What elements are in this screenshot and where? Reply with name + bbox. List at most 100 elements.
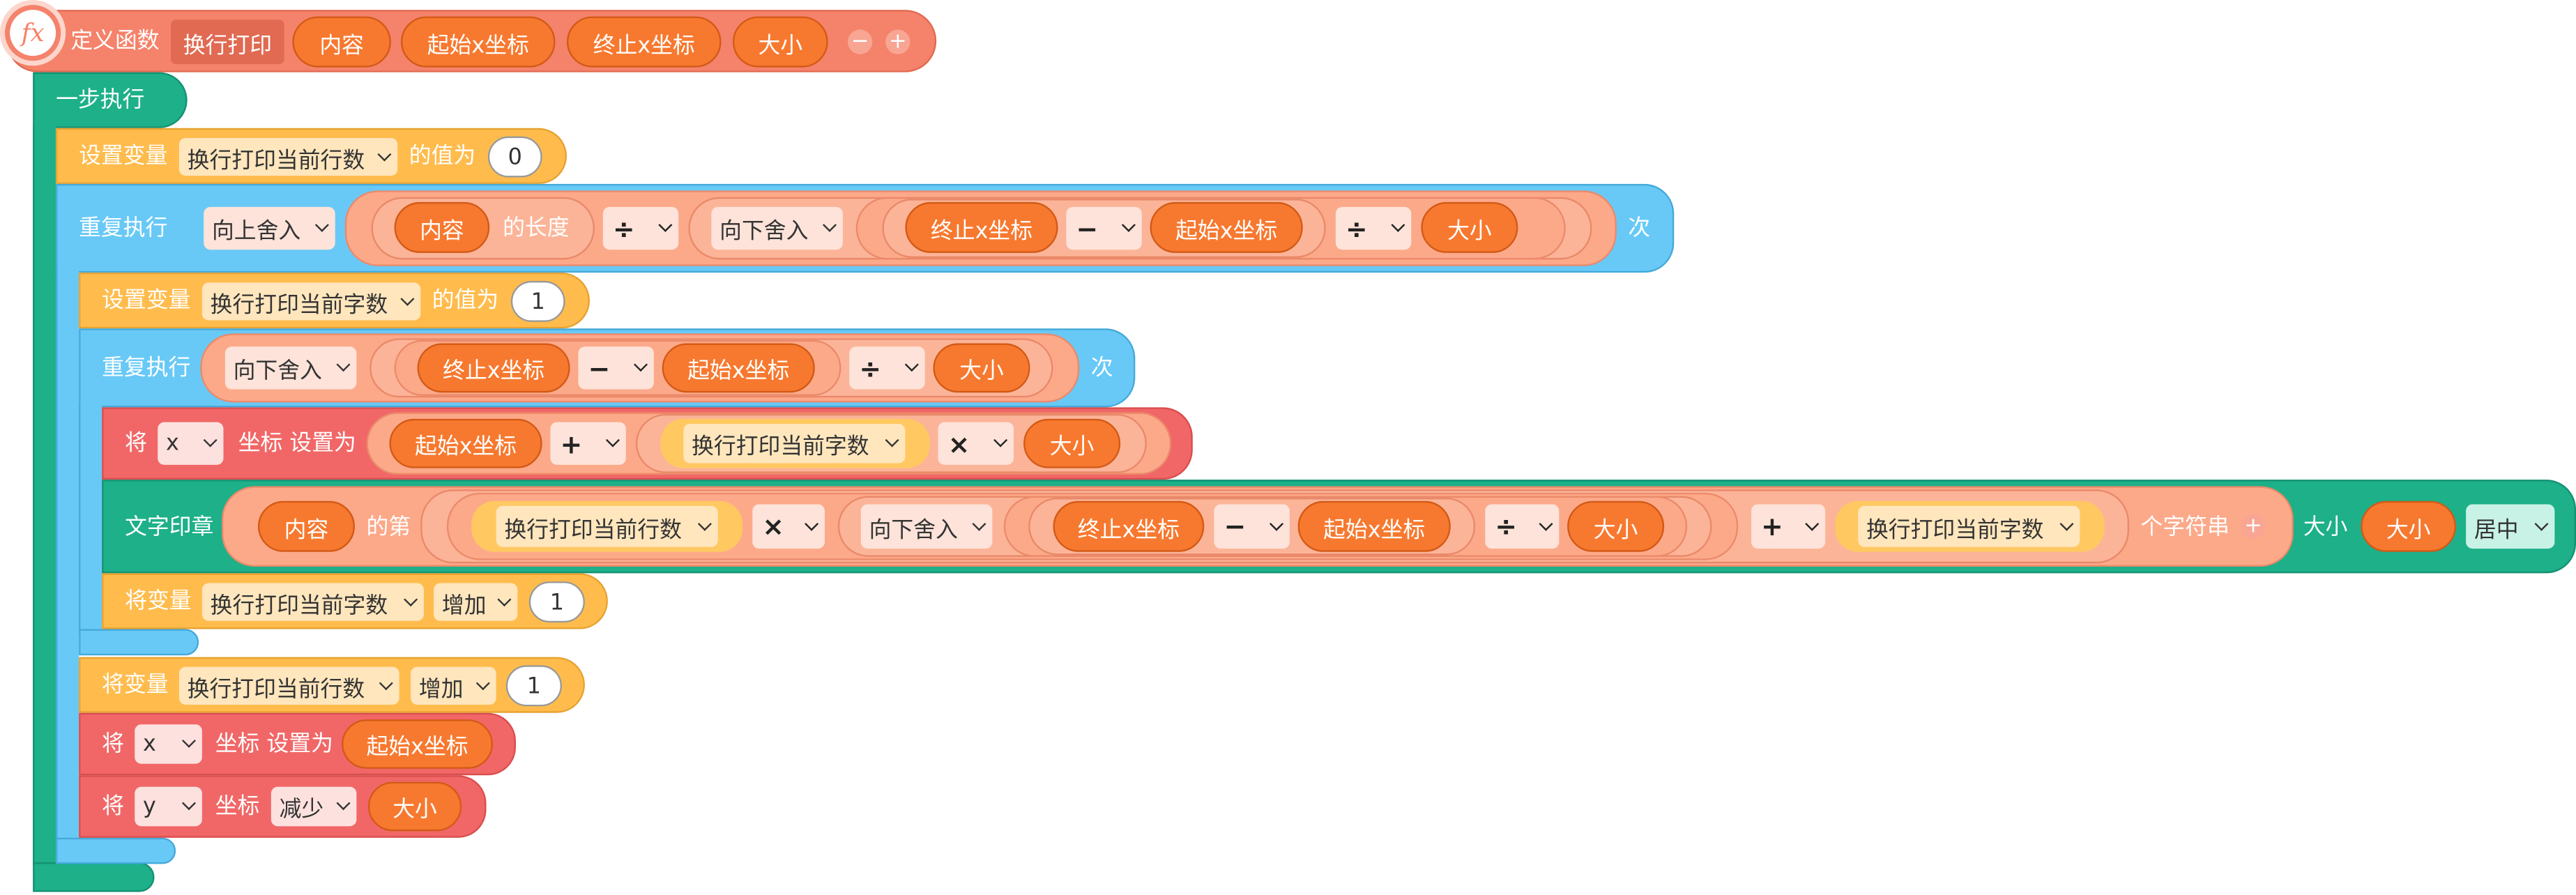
param-content[interactable]: 内容 xyxy=(292,16,391,68)
variable-dropdown-text: 换行打印当前行数 xyxy=(187,146,365,174)
variable-dropdown-text: 换行打印当前字数 xyxy=(210,592,388,619)
repeat-foot xyxy=(56,837,176,864)
function-name-field[interactable]: 换行打印 xyxy=(171,20,284,64)
value-input[interactable]: 1 xyxy=(510,280,565,322)
start-x-param[interactable]: 起始x坐标 xyxy=(342,719,493,769)
size-param[interactable]: 大小 xyxy=(367,781,462,832)
start-x-param[interactable]: 起始x坐标 xyxy=(662,343,815,393)
operation-dropdown[interactable]: 减少 xyxy=(270,786,357,827)
operation-dropdown[interactable]: 增加 xyxy=(434,583,518,621)
start-x-param[interactable]: 起始x坐标 xyxy=(1297,500,1451,552)
variable-dropdown[interactable]: 换行打印当前行数 xyxy=(178,137,398,176)
length-label: 的长度 xyxy=(503,215,570,242)
variable-dropdown[interactable]: 换行打印当前字数 xyxy=(1858,505,2080,547)
size-param[interactable]: 大小 xyxy=(933,343,1030,393)
end-x-param[interactable]: 终止x坐标 xyxy=(1053,500,1205,552)
axis-dropdown[interactable]: x xyxy=(158,422,224,465)
axis-text: y xyxy=(143,793,156,820)
chevron-down-icon xyxy=(475,675,490,690)
add-param-button[interactable]: + xyxy=(885,29,910,54)
operation-dropdown[interactable]: 增加 xyxy=(411,666,496,705)
size-label: 大小 xyxy=(2303,514,2348,541)
variable-dropdown[interactable]: 换行打印当前字数 xyxy=(683,423,906,464)
minus-operator-dropdown[interactable]: − xyxy=(1214,504,1290,549)
set-variable-label: 设置变量 xyxy=(79,143,168,169)
change-variable-label: 将变量 xyxy=(125,588,192,615)
times-label: 次 xyxy=(1628,215,1651,242)
plus-operator-dropdown[interactable]: + xyxy=(550,422,626,465)
axis-dropdown[interactable]: y xyxy=(135,786,202,827)
division-operator-dropdown[interactable]: ÷ xyxy=(1485,504,1560,549)
content-param[interactable]: 内容 xyxy=(394,201,490,253)
chevron-down-icon xyxy=(181,796,196,811)
round-up-text: 向上舍入 xyxy=(211,218,301,245)
start-x-param[interactable]: 起始x坐标 xyxy=(1150,201,1303,253)
repeat-arm xyxy=(56,269,79,841)
round-down-dropdown[interactable]: 向下舍入 xyxy=(860,504,993,549)
multiply-operator-dropdown[interactable]: × xyxy=(752,504,825,549)
variable-dropdown[interactable]: 换行打印当前字数 xyxy=(201,583,424,621)
minus-operator-dropdown[interactable]: − xyxy=(578,346,654,390)
end-x-param[interactable]: 终止x坐标 xyxy=(417,343,570,393)
plus-symbol: + xyxy=(1761,510,1783,542)
variable-dropdown[interactable]: 换行打印当前字数 xyxy=(201,282,421,321)
start-x-param[interactable]: 起始x坐标 xyxy=(389,418,542,468)
round-down-text: 向下舍入 xyxy=(719,218,809,245)
multiply-operator-dropdown[interactable]: × xyxy=(938,422,1014,465)
variable-dropdown-text: 换行打印当前行数 xyxy=(504,517,682,543)
round-down-dropdown[interactable]: 向下舍入 xyxy=(224,346,357,390)
division-operator-dropdown[interactable]: ÷ xyxy=(849,346,925,390)
chevron-down-icon xyxy=(1539,516,1553,530)
chevron-down-icon xyxy=(404,591,418,606)
value-input[interactable]: 1 xyxy=(528,581,585,623)
chevron-down-icon xyxy=(993,433,1008,448)
chevron-down-icon xyxy=(497,591,512,606)
alignment-text: 居中 xyxy=(2474,517,2519,543)
axis-dropdown[interactable]: x xyxy=(135,724,202,764)
end-x-param[interactable]: 终止x坐标 xyxy=(905,201,1058,253)
value-input[interactable]: 1 xyxy=(505,665,562,707)
axis-text: x xyxy=(143,730,156,758)
content-param[interactable]: 内容 xyxy=(257,500,356,552)
variable-dropdown[interactable]: 换行打印当前行数 xyxy=(178,666,399,705)
variable-dropdown[interactable]: 换行打印当前行数 xyxy=(496,505,718,547)
param-size[interactable]: 大小 xyxy=(732,16,828,68)
chevron-down-icon xyxy=(972,516,986,530)
multiply-symbol: × xyxy=(947,427,970,459)
set-label: 将 xyxy=(125,430,147,457)
add-argument-button[interactable]: + xyxy=(2241,514,2266,539)
substring-suffix-label: 个字符串 xyxy=(2140,514,2230,541)
size-param[interactable]: 大小 xyxy=(1023,418,1121,468)
define-function-label: 定义函数 xyxy=(70,28,160,54)
param-start-x[interactable]: 起始x坐标 xyxy=(400,16,556,68)
step-execute-arm xyxy=(33,126,56,866)
repeat-label: 重复执行 xyxy=(79,215,168,242)
size-param[interactable]: 大小 xyxy=(1567,500,1665,552)
times-label: 次 xyxy=(1090,355,1113,381)
set-variable-label: 设置变量 xyxy=(102,287,191,314)
operation-text: 增加 xyxy=(441,592,487,619)
param-end-x[interactable]: 终止x坐标 xyxy=(566,16,722,68)
plus-operator-dropdown[interactable]: + xyxy=(1751,504,1826,549)
minus-operator-dropdown[interactable]: − xyxy=(1066,206,1142,250)
step-execute-block[interactable] xyxy=(33,72,188,128)
alignment-dropdown[interactable]: 居中 xyxy=(2466,504,2555,549)
division-symbol: ÷ xyxy=(612,213,635,244)
value-input[interactable]: 0 xyxy=(487,136,542,178)
division-operator-dropdown[interactable]: ÷ xyxy=(1335,206,1412,250)
step-execute-foot xyxy=(33,862,155,892)
plus-symbol: + xyxy=(560,427,583,459)
division-symbol: ÷ xyxy=(1345,213,1368,244)
size-param[interactable]: 大小 xyxy=(2361,500,2456,552)
round-up-dropdown[interactable]: 向上舍入 xyxy=(204,206,335,250)
value-is-label: 的值为 xyxy=(432,287,499,314)
text-stamp-label: 文字印章 xyxy=(125,514,214,541)
round-down-dropdown[interactable]: 向下舍入 xyxy=(711,206,843,250)
chevron-down-icon xyxy=(697,516,712,530)
chevron-down-icon xyxy=(634,358,648,372)
remove-param-button[interactable]: − xyxy=(847,29,873,54)
division-operator-dropdown[interactable]: ÷ xyxy=(602,206,679,250)
set-label: 将 xyxy=(102,730,124,758)
size-param[interactable]: 大小 xyxy=(1421,201,1518,253)
chevron-down-icon xyxy=(658,217,673,232)
